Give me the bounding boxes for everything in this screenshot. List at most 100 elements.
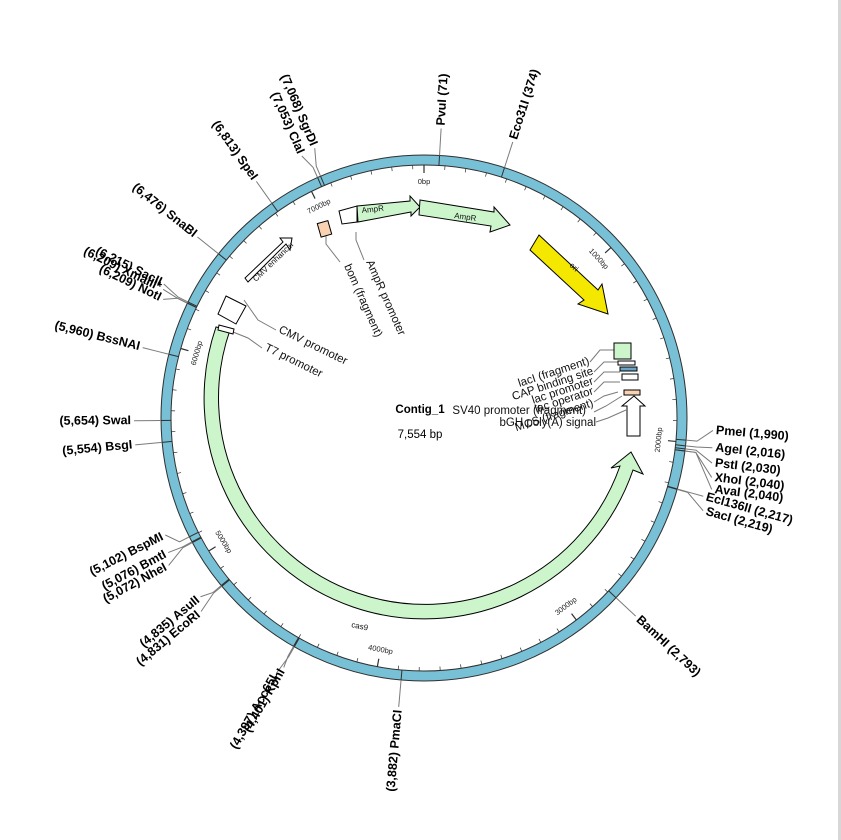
site-leader (168, 542, 193, 566)
restriction-site-label[interactable]: Eco31I (374) (506, 67, 542, 141)
site-leader (615, 597, 637, 617)
ruler-tick (667, 440, 676, 443)
ruler-tick (630, 556, 635, 560)
ruler-tick (643, 298, 648, 302)
ruler-tick (177, 472, 182, 474)
site-tick (675, 444, 686, 447)
restriction-site-label[interactable]: PvuI (71) (434, 73, 451, 126)
ruler-tick (205, 290, 210, 293)
restriction-site-label[interactable]: (4,401) KpnI (240, 666, 287, 734)
restriction-site-label[interactable]: (5,654) SwaI (59, 413, 131, 428)
ruler-tick (298, 634, 301, 638)
restriction-site-label[interactable]: (3,882) PmaCI (384, 709, 405, 792)
site-leader (163, 297, 188, 304)
restriction-site-label[interactable]: (5,554) BsgI (62, 437, 133, 457)
lac-operator-box[interactable] (621, 373, 639, 381)
site-leader (684, 450, 713, 490)
ruler-tick (198, 530, 203, 533)
ruler-tick (604, 247, 612, 254)
restriction-site-label[interactable]: PmeI (1,990) (715, 423, 789, 443)
ruler-tick (464, 168, 467, 173)
site-leader (504, 141, 514, 168)
cmv-promoter-box[interactable] (217, 295, 247, 325)
label-leaders (227, 232, 627, 423)
ruler-tick (633, 280, 637, 284)
t7-promoter-box[interactable] (217, 324, 235, 335)
ruler-tick (180, 347, 189, 352)
restriction-site-label[interactable]: (5,960) BssNAI (53, 318, 141, 353)
ruler-label: 3000bp (553, 595, 578, 617)
ruler-tick (524, 186, 527, 191)
ruler-tick (460, 664, 462, 669)
bgh-label: bGH poly(A) signal (499, 417, 596, 429)
ampr-arrow-c[interactable] (418, 199, 511, 233)
ruler-tick (280, 623, 284, 627)
ruler-tick (243, 240, 247, 244)
site-leader (314, 148, 322, 177)
site-tick (293, 637, 299, 647)
site-leader (255, 181, 273, 204)
plasmid-length: 7,554 bp (398, 429, 443, 441)
cmv-enhancer-arrow[interactable] (244, 237, 293, 283)
site-leader (167, 541, 193, 554)
ruler-tick (658, 501, 663, 504)
ampr-arrow-b[interactable] (356, 194, 421, 223)
plasmid-name: Contig_1 (395, 404, 445, 416)
ruler-tick (195, 308, 200, 312)
ruler-tick (604, 588, 608, 593)
ruler-tick (208, 546, 216, 552)
laci-box[interactable] (613, 342, 632, 360)
ruler-tick (485, 172, 487, 177)
site-tick (400, 669, 403, 681)
ruler-tick (275, 212, 279, 217)
ruler-tick (538, 638, 542, 643)
ruler-tick (187, 328, 192, 331)
leader-ampr-promoter (355, 232, 365, 261)
site-leader (676, 488, 704, 512)
ruler-label: 4000bp (367, 643, 393, 656)
mcs-box[interactable] (623, 389, 641, 396)
ruler-tick (263, 610, 267, 615)
ruler-tick (216, 272, 221, 276)
site-leader (685, 448, 713, 464)
restriction-site-label[interactable]: BamHI (2,793) (634, 613, 704, 680)
ruler-tick (173, 451, 178, 454)
site-tick (162, 440, 173, 443)
ruler-label: 0bp (418, 177, 431, 186)
leader-lac-operator (593, 381, 620, 393)
ruler-tick (621, 263, 625, 267)
ruler-tick (229, 255, 233, 259)
lac-promoter-box[interactable] (619, 366, 638, 372)
site-leader (686, 430, 714, 442)
ruler-tick (391, 167, 393, 172)
ruler-label: 7000bp (306, 197, 332, 216)
restriction-site-label[interactable]: (6,813) SpeI (209, 118, 261, 183)
site-tick (293, 637, 300, 648)
ruler-tick (310, 191, 316, 199)
leader-sv40 (593, 395, 623, 413)
site-tick (676, 438, 687, 441)
site-tick (191, 536, 202, 543)
site-leader (685, 445, 713, 449)
ruler-tick (571, 613, 577, 621)
cap-binding-box[interactable] (617, 360, 636, 366)
ruler-tick (589, 603, 593, 607)
site-tick (192, 537, 202, 544)
site-leader (165, 534, 190, 543)
site-tick (320, 176, 325, 186)
ruler-tick (370, 170, 373, 175)
site-leader (684, 450, 713, 478)
ori-arrow[interactable] (529, 234, 609, 315)
ruler-tick (650, 520, 655, 523)
ampr-arrow-a[interactable] (338, 205, 358, 225)
ruler-tick (258, 225, 262, 230)
bom-box[interactable] (316, 219, 333, 238)
restriction-site-label[interactable]: (6,476) SnaBI (130, 180, 200, 240)
leader-mcs (593, 391, 619, 403)
site-tick (438, 155, 441, 166)
ruler-tick (556, 628, 560, 633)
site-leader (275, 646, 295, 674)
sv40-promoter-arrow[interactable] (620, 395, 647, 437)
ruler-tick (664, 481, 669, 484)
ruler-tick (665, 357, 670, 360)
